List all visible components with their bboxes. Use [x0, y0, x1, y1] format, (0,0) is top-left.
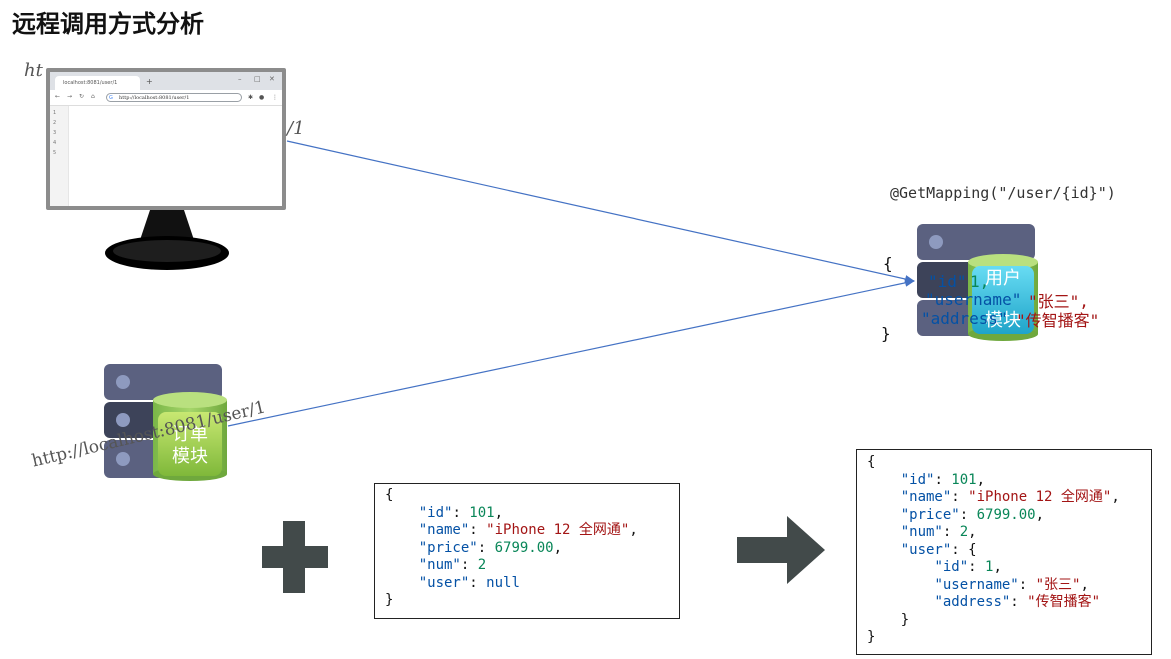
json-line: "address": "传智播客": [934, 594, 1101, 610]
user-json-open-brace: {: [883, 254, 893, 273]
json-line: "price": 6799.00,: [900, 506, 1045, 523]
json-line: }: [900, 611, 910, 628]
page-title: 远程调用方式分析: [12, 9, 204, 38]
url-fragment-left: ht: [24, 60, 43, 81]
json-line: "user": {: [900, 541, 977, 558]
reload-icon[interactable]: ↻: [79, 93, 85, 100]
order-module-label: 订单 模块: [163, 424, 217, 468]
json-line: {: [867, 454, 876, 470]
maximize-icon[interactable]: □: [254, 75, 261, 83]
user-module-line2: 模块: [985, 310, 1021, 331]
google-icon: G: [109, 95, 113, 101]
order-module-line2: 模块: [172, 446, 208, 467]
server-led: [116, 375, 130, 389]
user-module-label: 用户 模块: [977, 268, 1029, 332]
json-line: "username": "张三",: [934, 576, 1089, 593]
line-gutter: 1 2 3 4 5: [50, 106, 69, 206]
extension-icon[interactable]: ✱: [248, 94, 254, 101]
user-json-username-val: "张三",: [1028, 292, 1089, 311]
browser-tab[interactable]: localhost:8081/user/1: [55, 76, 140, 90]
user-json-username-key: "username": [925, 290, 1022, 309]
new-tab-icon[interactable]: +: [146, 77, 153, 86]
arrow-right-icon[interactable]: →: [67, 93, 73, 100]
order-to-user-arrow: [227, 278, 915, 427]
url-input[interactable]: http://localhost:8081/user/1: [106, 93, 242, 102]
plus-icon: [262, 521, 328, 593]
server-led: [116, 413, 130, 427]
user-json-id-val: 1,: [970, 272, 990, 291]
arrow-right-icon: [737, 516, 825, 584]
arrow-left-icon[interactable]: ←: [55, 93, 61, 100]
browser-window: localhost:8081/user/1 + – □ ✕ ← → ↻ ⌂ ht…: [50, 72, 282, 206]
json-line: "name": "iPhone 12 全网通",: [900, 489, 1120, 505]
json-line: {: [385, 487, 394, 503]
user-json-address-key: "address": [921, 309, 1008, 328]
server-led: [929, 235, 943, 249]
browser-to-user-arrow: [286, 140, 915, 283]
json-line: "id": 101,: [900, 471, 986, 488]
json-line: "price": 6799.00,: [418, 539, 563, 556]
minimize-icon[interactable]: –: [238, 75, 242, 83]
user-module-line1: 用户: [985, 268, 1021, 289]
browser-tab-bar: localhost:8081/user/1 + – □ ✕: [50, 72, 282, 90]
order-json-box: { "id": 101, "name": "iPhone 12 全网通", "p…: [374, 483, 680, 619]
server-led: [116, 452, 130, 466]
json-line: "user": null: [418, 574, 520, 591]
line-number: 3: [53, 130, 57, 136]
browser-address-bar: ← → ↻ ⌂ http://localhost:8081/user/1 G ✱…: [50, 90, 282, 106]
order-db-icon: [153, 392, 227, 481]
line-number: 5: [53, 150, 57, 156]
json-line: "num": 2,: [900, 524, 977, 540]
json-line: "num": 2: [418, 557, 487, 573]
home-icon[interactable]: ⌂: [91, 93, 95, 100]
get-mapping-annotation: @GetMapping("/user/{id}"): [890, 184, 1116, 202]
json-line: "id": 101,: [418, 504, 504, 521]
order-module-line1: 订单: [172, 424, 208, 445]
user-json-address-val: "传智播客": [1016, 311, 1100, 330]
json-line: }: [385, 592, 394, 608]
close-icon[interactable]: ✕: [269, 75, 275, 83]
user-server-unit-top: [917, 224, 1035, 260]
json-line: }: [867, 629, 876, 645]
monitor-base-highlight: [113, 240, 221, 262]
result-json-box: { "id": 101, "name": "iPhone 12 全网通", "p…: [856, 449, 1152, 655]
user-json-id-key: "id": [928, 272, 967, 291]
user-json-close-brace: }: [881, 324, 891, 343]
line-number: 1: [53, 110, 57, 116]
user-db-icon: [968, 254, 1038, 341]
url-fragment-right: /1: [287, 118, 305, 139]
menu-icon[interactable]: ⋮: [272, 94, 278, 101]
avatar[interactable]: ●: [259, 94, 265, 101]
line-number: 4: [53, 140, 57, 146]
json-line: "id": 1,: [934, 559, 1002, 575]
line-number: 2: [53, 120, 57, 126]
json-line: "name": "iPhone 12 全网通",: [418, 522, 638, 538]
